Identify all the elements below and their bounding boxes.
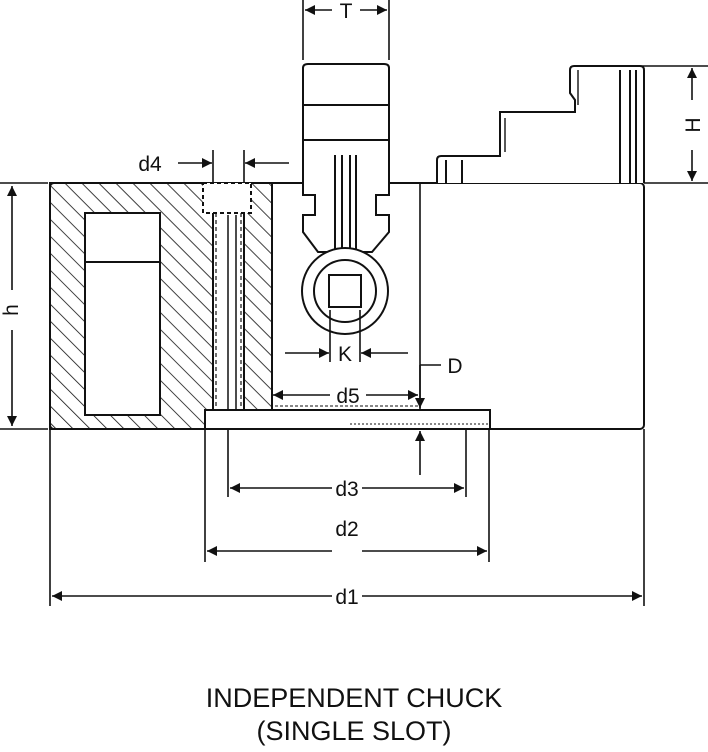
caption-line-2: (SINGLE SLOT) <box>256 716 452 746</box>
label-d5: d5 <box>336 385 359 408</box>
label-h: h <box>0 304 23 316</box>
label-D: D <box>447 355 462 378</box>
hatched-section <box>49 182 273 430</box>
dimension-labels: T H d4 h K D d5 d3 d2 d1 <box>0 0 705 609</box>
jaw-stepped <box>436 65 645 183</box>
caption-line-1: INDEPENDENT CHUCK <box>205 683 503 713</box>
label-H: H <box>682 117 705 132</box>
label-d4: d4 <box>138 153 162 176</box>
label-K: K <box>338 343 352 366</box>
jaw-center <box>302 63 390 253</box>
label-T: T <box>340 0 353 23</box>
label-d3: d3 <box>335 478 358 501</box>
flange-plate <box>204 405 491 430</box>
key-socket <box>301 247 389 335</box>
label-d2: d2 <box>335 518 358 541</box>
label-d1: d1 <box>335 586 358 609</box>
dimension-lines <box>0 0 708 606</box>
